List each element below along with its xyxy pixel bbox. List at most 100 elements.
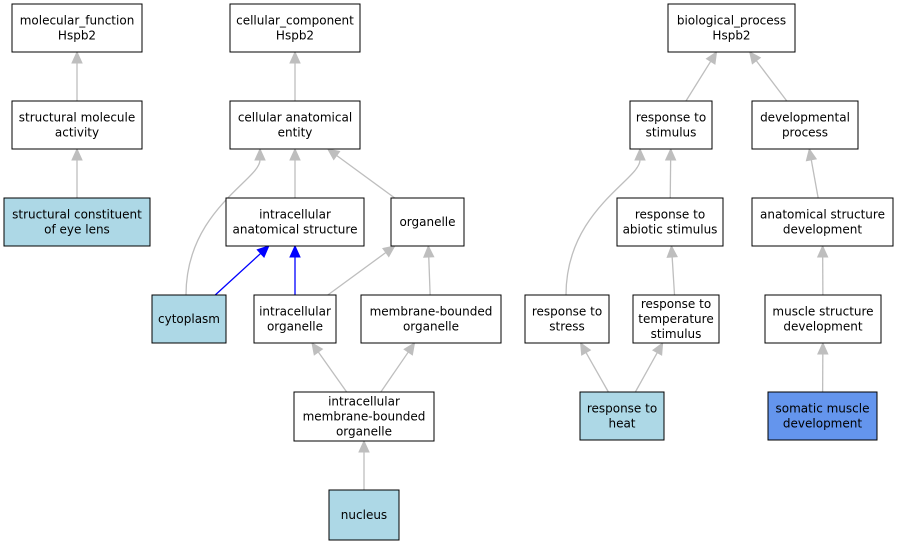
edge-line bbox=[214, 252, 262, 296]
node-label-line: response to bbox=[532, 305, 602, 319]
edge-org-to-cae bbox=[326, 148, 396, 199]
edge-arrowhead bbox=[666, 244, 678, 258]
node-label-line: Hspb2 bbox=[58, 29, 96, 43]
node-label-line: cellular_component bbox=[236, 14, 354, 28]
node-box bbox=[360, 294, 502, 344]
edge-line bbox=[317, 351, 348, 393]
edge-arrowhead bbox=[634, 147, 646, 161]
edge-arrowhead bbox=[403, 342, 416, 356]
edge-arrowhead bbox=[423, 244, 435, 258]
node-box bbox=[11, 100, 143, 150]
edge-arrowhead bbox=[805, 147, 818, 162]
node-label-line: stimulus bbox=[646, 126, 697, 140]
edge-cyto-to-cae bbox=[185, 147, 266, 296]
edge-line bbox=[185, 159, 261, 296]
node-label-line: biological_process bbox=[677, 14, 786, 28]
node-box bbox=[3, 197, 151, 247]
edge-arrowhead bbox=[748, 51, 762, 65]
edge-line bbox=[565, 159, 641, 296]
node-box bbox=[524, 294, 610, 344]
node-label-line: organelle bbox=[267, 320, 323, 334]
node-label-line: organelle bbox=[399, 215, 455, 229]
node-label-line: development bbox=[783, 417, 862, 431]
node-label-line: process bbox=[782, 126, 828, 140]
edge-line bbox=[810, 159, 819, 199]
node-label-line: cellular anatomical bbox=[238, 111, 352, 125]
edges-layer bbox=[71, 50, 829, 490]
edge-cyto-to-ias bbox=[214, 245, 270, 296]
node-label-line: entity bbox=[278, 126, 313, 140]
edge-rts-to-bp bbox=[685, 50, 718, 102]
edge-line bbox=[428, 256, 431, 296]
node-label-line: nucleus bbox=[341, 508, 387, 522]
node-label-line: Hspb2 bbox=[276, 29, 314, 43]
edge-arrowhead bbox=[326, 148, 341, 161]
node-box bbox=[629, 100, 713, 150]
node-box bbox=[225, 197, 365, 247]
edge-arrowhead bbox=[817, 341, 829, 355]
node-label-line: temperature bbox=[638, 312, 713, 326]
node-label-line: Hspb2 bbox=[712, 29, 750, 43]
node-label-line: muscle structure bbox=[772, 305, 873, 319]
edge-ras-to-rts bbox=[664, 147, 677, 199]
edge-rth-to-rtstress bbox=[580, 341, 609, 393]
node-box bbox=[229, 100, 361, 150]
node-cyto[interactable]: cytoplasm bbox=[151, 294, 227, 344]
node-box bbox=[328, 489, 400, 541]
node-label-line: of eye lens bbox=[44, 223, 110, 237]
edge-io-to-ias bbox=[289, 244, 301, 295]
edge-arrowhead bbox=[256, 245, 270, 259]
node-org[interactable]: organelle bbox=[390, 197, 465, 247]
edge-dp-to-bp bbox=[748, 51, 788, 102]
node-label-line: response to bbox=[587, 402, 657, 416]
node-label-line: membrane-bounded bbox=[370, 305, 493, 319]
node-box bbox=[151, 294, 227, 344]
edge-smd-to-msd bbox=[817, 341, 829, 393]
node-nuc[interactable]: nucleus bbox=[328, 489, 400, 541]
node-label-line: stimulus bbox=[651, 327, 702, 341]
node-label-line: response to bbox=[636, 111, 706, 125]
edge-arrowhead bbox=[71, 147, 83, 161]
edge-arrowhead bbox=[580, 341, 592, 356]
node-box bbox=[767, 391, 878, 441]
node-box bbox=[616, 197, 724, 247]
node-label-line: anatomical structure bbox=[233, 223, 358, 237]
node-label-line: organelle bbox=[336, 425, 392, 439]
edge-mbo-to-org bbox=[423, 244, 435, 296]
node-box bbox=[751, 100, 859, 150]
edge-arrowhead bbox=[664, 147, 677, 161]
edge-imbo-to-io bbox=[311, 342, 348, 393]
edge-line bbox=[755, 60, 788, 102]
edge-cae-to-cc bbox=[289, 50, 301, 101]
edge-rtts-to-ras bbox=[666, 244, 678, 296]
node-label-line: anatomical structure bbox=[760, 208, 885, 222]
node-label-line: development bbox=[783, 223, 862, 237]
edge-msd-to-asd bbox=[816, 244, 829, 296]
node-label-line: activity bbox=[55, 126, 99, 140]
node-label-line: response to bbox=[635, 208, 705, 222]
edge-asd-to-dp bbox=[805, 147, 819, 199]
edge-arrowhead bbox=[382, 245, 396, 258]
node-label-line: intracellular bbox=[259, 208, 331, 222]
edge-imbo-to-mbo bbox=[380, 342, 416, 393]
